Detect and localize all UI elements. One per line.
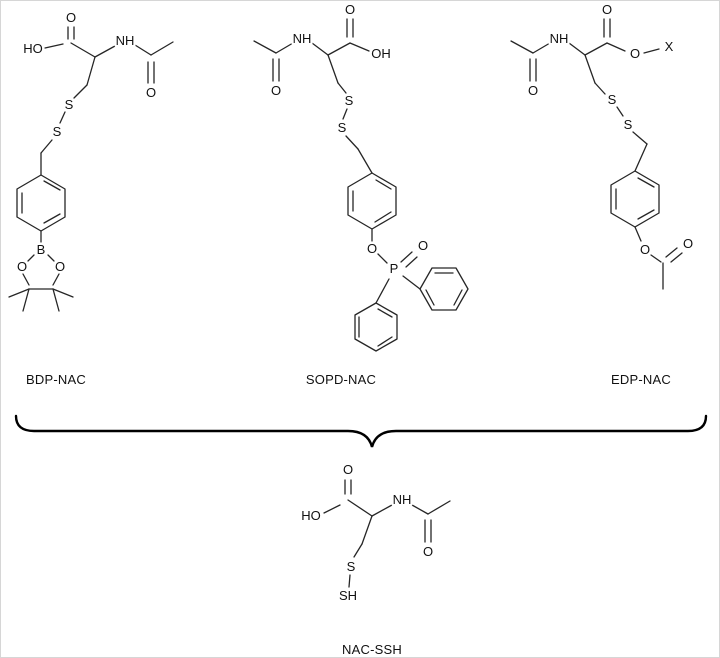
structure-sopd-nac: O NH O OH S S O P O (253, 1, 469, 352)
atom-label: S (608, 92, 617, 107)
atom-label: O (640, 242, 650, 257)
atom-label: O (345, 2, 355, 17)
atom-label: O (343, 462, 353, 477)
structure-bdp-nac: O HO NH O S S B O O (8, 8, 174, 312)
atom-label: O (418, 238, 428, 253)
compound-label-edp-nac: EDP-NAC (611, 372, 671, 387)
brace (14, 414, 708, 448)
structure-nac-ssh: O HO NH O S SH (299, 460, 451, 605)
atom-label: S (338, 120, 347, 135)
atom-label: HO (23, 41, 43, 56)
atom-label: O (528, 83, 538, 98)
atom-label: O (423, 544, 433, 559)
bdp-bonds (8, 26, 174, 312)
atom-label: B (37, 242, 46, 257)
structure-edp-nac: O NH O O X S S O O (510, 1, 695, 290)
atom-label: S (345, 93, 354, 108)
atom-label: S (624, 117, 633, 132)
atom-label: OH (371, 46, 391, 61)
atom-label: S (53, 124, 62, 139)
atom-label: S (65, 97, 74, 112)
atom-label: NH (293, 31, 312, 46)
atom-label: O (602, 2, 612, 17)
edp-bonds (510, 18, 683, 290)
compound-label-sopd-nac: SOPD-NAC (305, 372, 377, 387)
atom-label: O (630, 46, 640, 61)
atom-label: O (17, 259, 27, 274)
compound-label-bdp-nac: BDP-NAC (26, 372, 86, 387)
nacssh-bonds (323, 479, 451, 588)
compound-label-nac-ssh: NAC-SSH (342, 642, 402, 657)
atom-label: O (367, 241, 377, 256)
atom-label: X (665, 39, 674, 54)
atom-label: O (66, 10, 76, 25)
atom-label: O (683, 236, 693, 251)
atom-label: HO (301, 508, 321, 523)
atom-label: S (347, 559, 356, 574)
atom-label: O (146, 85, 156, 100)
curly-brace (14, 414, 708, 448)
sopd-bonds (253, 18, 469, 352)
atom-label: O (55, 259, 65, 274)
atom-label: NH (116, 33, 135, 48)
atom-label: NH (393, 492, 412, 507)
atom-label: SH (339, 588, 357, 603)
atom-label: P (390, 261, 399, 276)
atom-label: O (271, 83, 281, 98)
atom-label: NH (550, 31, 569, 46)
